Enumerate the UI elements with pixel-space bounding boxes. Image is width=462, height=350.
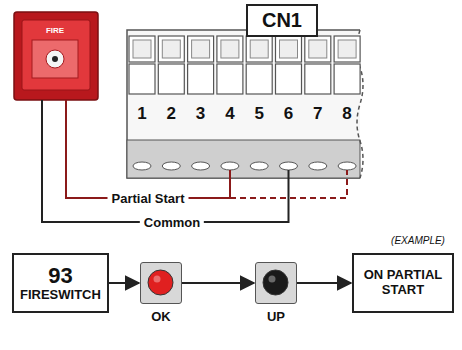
terminal-clamp bbox=[276, 64, 302, 94]
terminal-screw-housing bbox=[246, 36, 272, 62]
ok-button: OK bbox=[140, 262, 182, 325]
terminal-number: 6 bbox=[284, 104, 293, 124]
wire-label: Partial Start bbox=[108, 191, 189, 206]
flow-arrow bbox=[182, 282, 254, 284]
terminal-hole bbox=[162, 162, 180, 170]
flow-arrow bbox=[297, 282, 351, 284]
terminal-housings bbox=[129, 36, 360, 170]
terminal-strip bbox=[127, 140, 360, 178]
common-wire bbox=[42, 100, 289, 222]
box-text: 93 bbox=[48, 263, 72, 288]
setting-value-box: ON PARTIAL START bbox=[352, 253, 454, 313]
terminal-clamp bbox=[305, 64, 331, 94]
terminal-clamp bbox=[334, 64, 360, 94]
wire-label: Common bbox=[140, 215, 204, 230]
terminal-screw-housing bbox=[334, 36, 360, 62]
terminal-number: 8 bbox=[342, 104, 351, 124]
partial-start-wire bbox=[66, 100, 230, 198]
terminal-number: 1 bbox=[137, 104, 146, 124]
terminal-screw bbox=[280, 40, 298, 58]
terminal-clamp bbox=[217, 64, 243, 94]
example-note: (EXAMPLE) bbox=[391, 235, 445, 246]
terminal-number: 4 bbox=[225, 104, 234, 124]
push-button bbox=[255, 262, 297, 304]
call-point-text: FIRE bbox=[46, 26, 64, 35]
terminal-screw bbox=[221, 40, 239, 58]
terminal-screw bbox=[309, 40, 327, 58]
terminal-hole bbox=[338, 162, 356, 170]
terminal-hole bbox=[221, 162, 239, 170]
terminal-hole bbox=[280, 162, 298, 170]
terminal-screw-housing bbox=[305, 36, 331, 62]
terminal-clamp bbox=[158, 64, 184, 94]
terminal-hole bbox=[133, 162, 151, 170]
button-label: UP bbox=[267, 310, 285, 325]
terminal-screw bbox=[192, 40, 210, 58]
connector-label-box: CN1 bbox=[246, 4, 318, 37]
terminal-number: 2 bbox=[167, 104, 176, 124]
terminal-hole bbox=[192, 162, 210, 170]
terminal-screw bbox=[250, 40, 268, 58]
flow-arrow bbox=[109, 282, 139, 284]
terminal-clamp bbox=[129, 64, 155, 94]
terminal-screw-housing bbox=[188, 36, 214, 62]
terminal-hole bbox=[309, 162, 327, 170]
button-label: OK bbox=[151, 310, 171, 325]
terminal-screw-housing bbox=[129, 36, 155, 62]
terminal-screw-housing bbox=[276, 36, 302, 62]
terminal-hole bbox=[250, 162, 268, 170]
terminal-block bbox=[127, 30, 360, 178]
terminal-number: 5 bbox=[254, 104, 263, 124]
terminal-number: 3 bbox=[196, 104, 205, 124]
terminal-screw-housing bbox=[158, 36, 184, 62]
box-text: FIRESWITCH bbox=[20, 288, 101, 303]
terminal-clamp bbox=[188, 64, 214, 94]
terminal-screw bbox=[133, 40, 151, 58]
terminal-screw-housing bbox=[217, 36, 243, 62]
terminal-screw bbox=[162, 40, 180, 58]
box-text: CN1 bbox=[262, 9, 302, 32]
terminal-block-outline bbox=[127, 30, 360, 178]
box-text: ON PARTIAL START bbox=[363, 268, 443, 298]
push-button bbox=[140, 262, 182, 304]
fire-call-point bbox=[14, 12, 98, 100]
terminal-number: 7 bbox=[313, 104, 322, 124]
terminal-clamp bbox=[246, 64, 272, 94]
terminal-screw bbox=[338, 40, 356, 58]
up-button: UP bbox=[255, 262, 297, 325]
menu-function-box: 93FIRESWITCH bbox=[12, 253, 109, 313]
